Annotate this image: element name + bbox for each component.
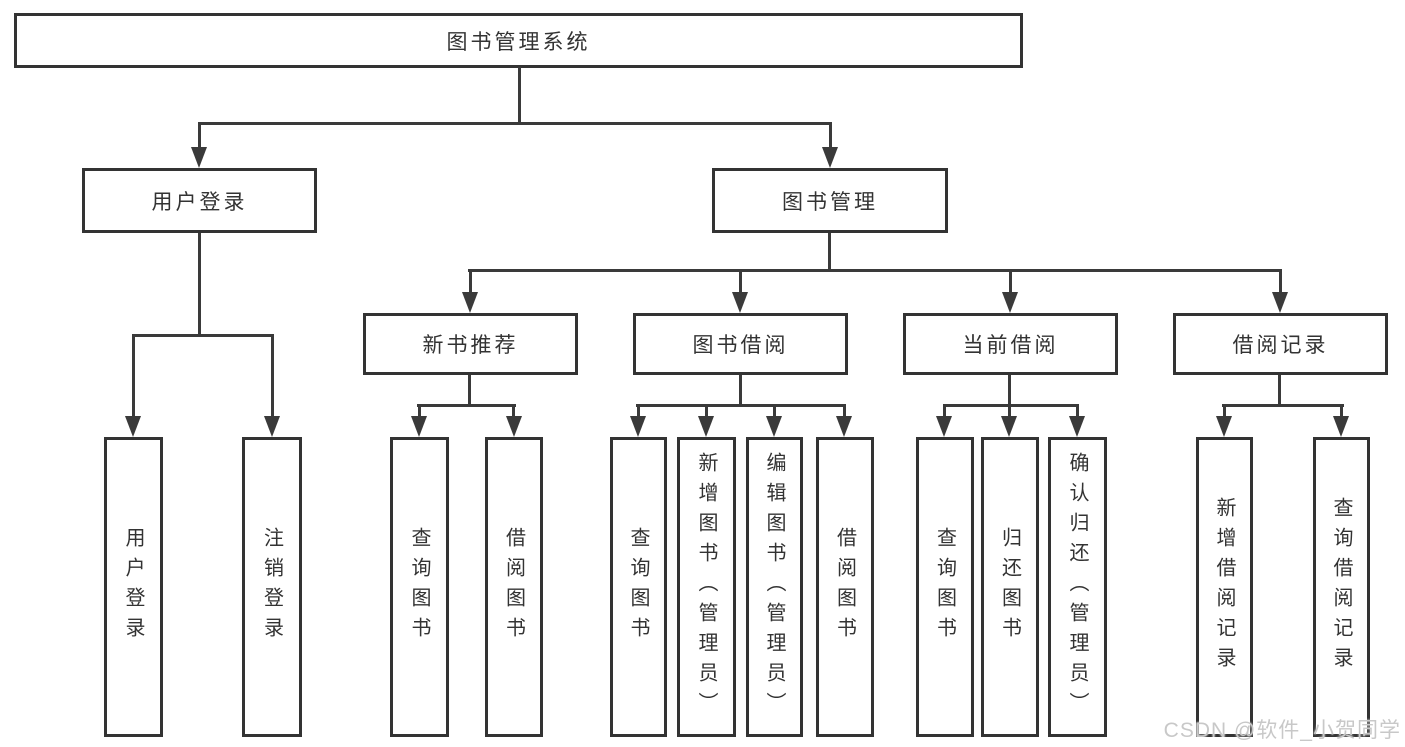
connector-stub-new-books (469, 269, 472, 295)
connector-s1-stub2 (705, 404, 708, 418)
leaf-new-books-query-books: 查询图书 (390, 437, 449, 737)
arrowhead-s0-leaf1 (411, 416, 427, 437)
connector-s2-stub3 (1076, 404, 1079, 418)
connector-s1-horizontal (636, 404, 845, 407)
connector-stub-user-login (198, 122, 201, 149)
connector-stub-leaf-login (132, 334, 135, 418)
leaf-new-books-borrow-books: 借阅图书 (485, 437, 543, 737)
leaf-borrow-borrow-books: 借阅图书 (816, 437, 874, 737)
leaf-current-query-books: 查询图书 (916, 437, 974, 737)
connector-s0-stub1 (418, 404, 421, 418)
connector-root-trunk (518, 67, 521, 124)
leaf-logout: 注销登录 (242, 437, 302, 737)
connector-s0-trunk (468, 375, 471, 406)
arrowhead-new-books (462, 292, 478, 313)
arrowhead-s1-leaf4 (836, 416, 852, 437)
node-borrowing-records: 借阅记录 (1173, 313, 1388, 375)
arrowhead-user-login (191, 147, 207, 168)
arrowhead-current-borrow (1002, 292, 1018, 313)
arrowhead-s2-leaf2 (1001, 416, 1017, 437)
leaf-borrow-query-books: 查询图书 (610, 437, 667, 737)
connector-book-mgmt-trunk (828, 233, 831, 271)
connector-s1-stub1 (637, 404, 640, 418)
arrowhead-leaf-logout (264, 416, 280, 437)
arrowhead-s2-leaf3 (1069, 416, 1085, 437)
connector-s1-stub4 (843, 404, 846, 418)
leaf-borrow-add-books-admin: 新增图书（管理员） (677, 437, 736, 737)
connector-stub-leaf-logout (271, 334, 274, 418)
arrowhead-s2-leaf1 (936, 416, 952, 437)
connector-s2-trunk (1008, 375, 1011, 406)
connector-sections-horizontal (468, 269, 1282, 272)
arrowhead-book-borrow (732, 292, 748, 313)
arrowhead-s1-leaf3 (766, 416, 782, 437)
node-book-borrowing: 图书借阅 (633, 313, 848, 375)
arrowhead-s0-leaf2 (506, 416, 522, 437)
leaf-current-return-books: 归还图书 (981, 437, 1039, 737)
connector-stub-borrow-records (1279, 269, 1282, 295)
arrowhead-s1-leaf2 (698, 416, 714, 437)
arrowhead-s3-leaf2 (1333, 416, 1349, 437)
leaf-user-login: 用户登录 (104, 437, 163, 737)
connector-s1-stub3 (773, 404, 776, 418)
connector-stub-book-management (829, 122, 832, 149)
connector-s2-stub1 (943, 404, 946, 418)
connector-s3-stub1 (1223, 404, 1226, 418)
node-library-management-system: 图书管理系统 (14, 13, 1023, 68)
leaf-current-confirm-return-admin: 确认归还（管理员） (1048, 437, 1107, 737)
node-current-borrowing: 当前借阅 (903, 313, 1118, 375)
leaf-borrow-edit-books-admin: 编辑图书（管理员） (746, 437, 803, 737)
connector-s3-trunk (1278, 375, 1281, 406)
connector-s1-trunk (739, 375, 742, 406)
arrowhead-book-management (822, 147, 838, 168)
connector-s3-horizontal (1222, 404, 1344, 407)
connector-s0-stub2 (512, 404, 515, 418)
leaf-records-add-borrow-record: 新增借阅记录 (1196, 437, 1253, 737)
connector-s2-stub2 (1008, 404, 1011, 418)
connector-user-login-horizontal (132, 334, 274, 337)
connector-s2-horizontal (943, 404, 1079, 407)
node-user-login: 用户登录 (82, 168, 317, 233)
arrowhead-s1-leaf1 (630, 416, 646, 437)
connector-stub-current-borrow (1009, 269, 1012, 295)
connector-s0-horizontal (417, 404, 516, 407)
arrowhead-s3-leaf1 (1216, 416, 1232, 437)
node-new-book-recommendation: 新书推荐 (363, 313, 578, 375)
arrowhead-borrow-records (1272, 292, 1288, 313)
leaf-records-query-borrow-record: 查询借阅记录 (1313, 437, 1370, 737)
arrowhead-leaf-login (125, 416, 141, 437)
csdn-watermark: CSDN @软件_小贺同学 (1163, 719, 1401, 742)
connector-user-login-trunk (198, 233, 201, 336)
connector-level1-horizontal (198, 122, 832, 125)
connector-stub-book-borrow (739, 269, 742, 295)
connector-s3-stub2 (1340, 404, 1343, 418)
node-book-management: 图书管理 (712, 168, 948, 233)
